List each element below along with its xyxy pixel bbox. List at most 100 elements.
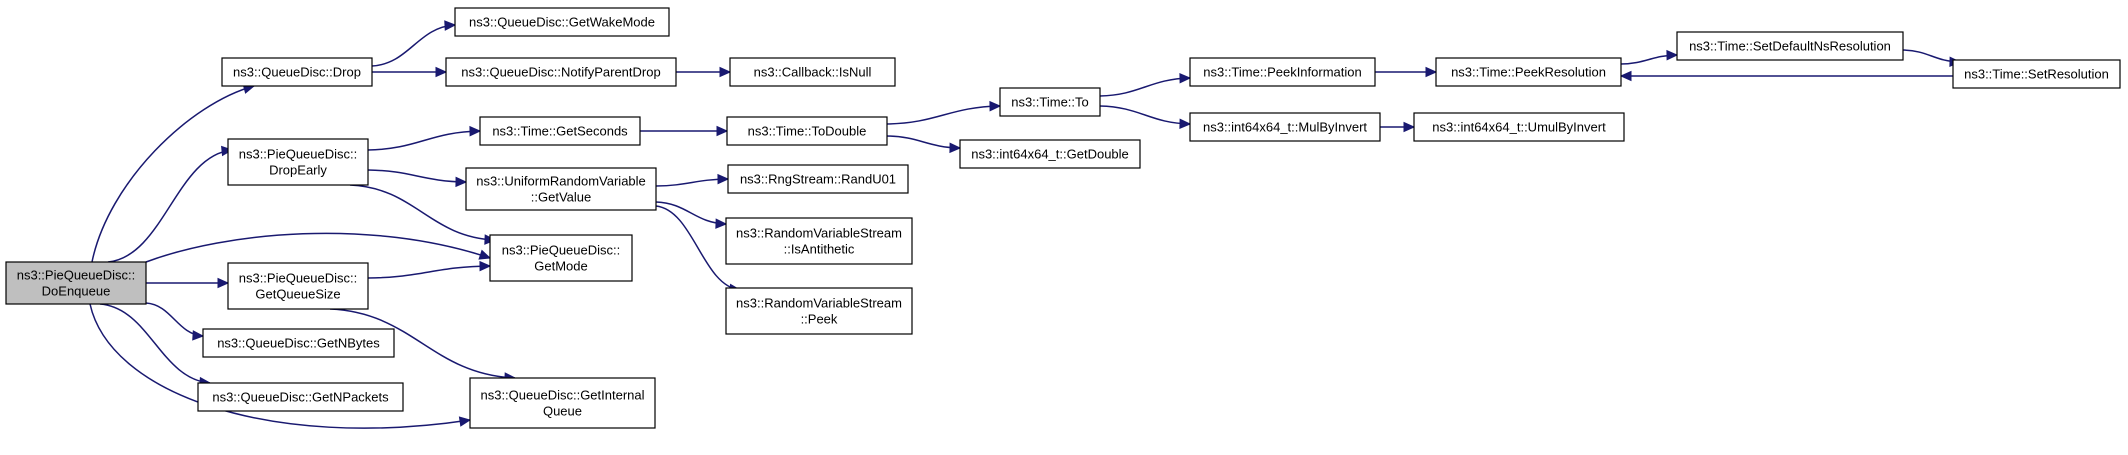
edge-to-to-peekinformation [1099,72,1192,97]
node-label: ns3::Time::SetDefaultNsResolution [1689,39,1891,54]
edge-getseconds-to-todouble [640,125,729,137]
arrowhead [435,66,448,78]
node-label: ns3::PieQueueDisc:: [17,268,136,283]
arrowhead [989,100,1002,112]
node-isantithetic[interactable]: ns3::RandomVariableStream::IsAntithetic [725,217,913,265]
node-peekinformation[interactable]: ns3::Time::PeekInformation [1189,57,1376,87]
node-label: ns3::PieQueueDisc:: [239,147,358,162]
arrowhead [221,145,234,157]
edge-to-to-mulbyinvert [1099,105,1192,130]
edge-todouble-to-to [886,100,1002,125]
node-label: ::Peek [801,312,838,327]
edge-dropearly-to-getvalue [367,169,468,188]
node-getvalue[interactable]: ns3::UniformRandomVariable::GetValue [465,167,657,211]
node-drop[interactable]: ns3::QueueDisc::Drop [221,57,373,87]
node-label: ns3::QueueDisc::GetNBytes [217,336,380,351]
node-label: ns3::PieQueueDisc:: [502,243,621,258]
edge-line [1099,77,1191,97]
node-label: ns3::Time::ToDouble [748,124,867,139]
arrowhead [458,416,472,427]
node-box [1189,112,1381,142]
node-randu01[interactable]: ns3::RngStream::RandU01 [727,164,909,194]
edge-dropearly-to-getseconds [367,125,482,151]
node-box [489,234,633,282]
node-label: ns3::Callback::IsNull [754,65,872,80]
node-getnbytes[interactable]: ns3::QueueDisc::GetNBytes [202,328,395,358]
node-label: GetMode [534,259,587,274]
arrowhead [444,20,457,31]
node-getwakemode[interactable]: ns3::QueueDisc::GetWakeMode [454,7,670,37]
node-setresolution[interactable]: ns3::Time::SetResolution [1952,59,2121,89]
node-dropearly[interactable]: ns3::PieQueueDisc::DropEarly [227,138,369,186]
edge-line [99,303,211,384]
edge-notifyparentdrop-to-isnull [676,66,732,78]
edge-getqueuesize-to-getmode [367,260,492,279]
node-umulbyinvert[interactable]: ns3::int64x64_t::UmulByInvert [1413,112,1625,142]
node-isnull[interactable]: ns3::Callback::IsNull [729,57,896,87]
node-label: ns3::Time::GetSeconds [492,124,628,139]
node-getdouble[interactable]: ns3::int64x64_t::GetDouble [959,139,1141,169]
node-box [5,261,147,305]
edge-getvalue-to-randu01 [655,173,730,187]
edge-line [371,24,456,67]
edge-line [349,184,496,241]
node-label: ns3::PieQueueDisc:: [239,271,358,286]
node-peek[interactable]: ns3::RandomVariableStream::Peek [725,287,913,335]
edge-drop-to-notifyparentdrop [372,66,448,78]
node-box [725,217,913,265]
arrowhead [1403,121,1416,133]
node-root[interactable]: ns3::PieQueueDisc::DoEnqueue [5,261,147,305]
node-label: ns3::Time::To [1011,95,1089,110]
node-label: ns3::int64x64_t::GetDouble [971,147,1129,162]
node-box [227,138,369,186]
arrowhead [715,218,728,229]
arrowhead [717,173,730,185]
node-box [479,116,641,146]
node-notifyparentdrop[interactable]: ns3::QueueDisc::NotifyParentDrop [445,57,677,87]
node-peekresolution[interactable]: ns3::Time::PeekResolution [1435,57,1622,87]
arrowhead [217,277,230,289]
edge-root-to-getnpackets [99,303,212,388]
node-to[interactable]: ns3::Time::To [999,87,1101,117]
node-label: ::GetValue [531,190,591,205]
node-label: ns3::Time::PeekInformation [1203,65,1361,80]
node-box [726,116,888,146]
node-getqueuesize[interactable]: ns3::PieQueueDisc::GetQueueSize [227,262,369,310]
node-label: ns3::QueueDisc::GetNPackets [212,390,389,405]
arrowhead [1666,49,1679,61]
edge-root-to-dropearly [107,145,234,263]
arrowhead [719,66,732,78]
node-box [469,377,656,429]
node-getmode[interactable]: ns3::PieQueueDisc::GetMode [489,234,633,282]
node-label: DropEarly [269,163,327,178]
arrowhead [192,330,205,341]
edge-line [367,130,481,151]
arrowhead [478,249,492,260]
edge-setdefaultns-to-setresolution [1902,49,1962,68]
node-setdefaultns[interactable]: ns3::Time::SetDefaultNsResolution [1676,31,1904,61]
edge-line [655,205,741,291]
arrowhead [949,142,962,154]
node-label: GetQueueSize [255,287,340,302]
edge-todouble-to-getdouble [886,135,962,154]
node-box [1413,112,1625,142]
node-todouble[interactable]: ns3::Time::ToDouble [726,116,888,146]
node-box [1952,59,2121,89]
edge-peekresolution-to-setdefaultns [1620,49,1679,65]
node-getnpackets[interactable]: ns3::QueueDisc::GetNPackets [197,382,404,412]
edge-root-to-getnbytes [145,302,205,341]
node-label: ns3::QueueDisc::GetWakeMode [469,15,655,30]
node-label: ns3::RngStream::RandU01 [740,172,896,187]
node-box [227,262,369,310]
node-label: ::IsAntithetic [784,242,855,257]
edge-root-to-getmode [145,232,492,263]
node-mulbyinvert[interactable]: ns3::int64x64_t::MulByInvert [1189,112,1381,142]
node-getseconds[interactable]: ns3::Time::GetSeconds [479,116,641,146]
edge-line [91,85,255,263]
arrowhead [1425,66,1438,78]
edge-line [329,308,516,379]
node-box [727,164,909,194]
node-box [202,328,395,358]
